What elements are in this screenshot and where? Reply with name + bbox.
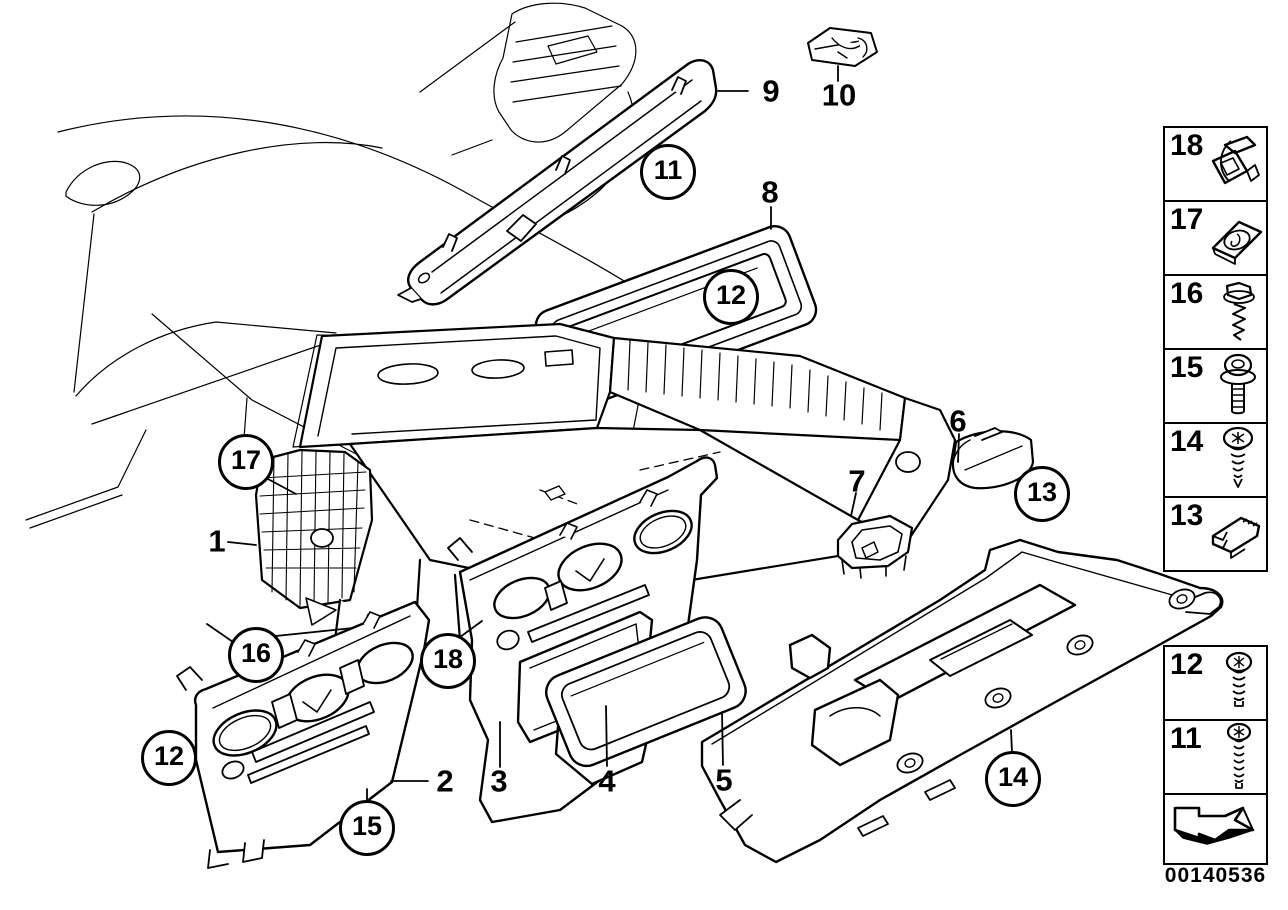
legend-number: 12 [1170, 648, 1204, 681]
part-2-switch-panel-left [176, 600, 431, 869]
legend-item-15[interactable]: 15 [1165, 350, 1266, 424]
part-4-storage-tray [545, 616, 747, 786]
legend-item-14[interactable]: 14 [1165, 424, 1266, 498]
callout-circle-15[interactable]: 15 [339, 800, 395, 856]
part-6-oddments-insert [951, 427, 1035, 490]
slide-clip-icon [1211, 516, 1261, 559]
legend-number: 14 [1170, 425, 1204, 458]
legend-item-18[interactable]: 18 [1165, 128, 1266, 202]
legend-number: 15 [1170, 351, 1204, 384]
legend-item-17[interactable]: 17 [1165, 202, 1266, 276]
part-5-lower-trim-panel [700, 538, 1224, 864]
callout-circle-12-a[interactable]: 12 [703, 269, 759, 325]
callout-7[interactable]: 7 [848, 463, 866, 499]
callout-2[interactable]: 2 [436, 763, 454, 799]
callout-circle-14[interactable]: 14 [985, 751, 1041, 807]
legend-item-11[interactable]: 11 [1165, 721, 1266, 795]
fastener-legend-bottom: 12 11 [1163, 645, 1268, 865]
short-screw-icon [1225, 651, 1253, 707]
callout-circle-16[interactable]: 16 [228, 627, 284, 683]
hex-flange-screw-icon [1223, 281, 1255, 341]
diagram-code: 00140536 [1164, 864, 1267, 887]
callout-1[interactable]: 1 [208, 523, 226, 559]
callout-4[interactable]: 4 [598, 763, 616, 799]
legend-item-12[interactable]: 12 [1165, 647, 1266, 721]
callout-9[interactable]: 9 [762, 73, 780, 109]
callout-circle-13[interactable]: 13 [1014, 466, 1070, 522]
part-9-upper-trim-strip [397, 58, 718, 306]
legend-number: 18 [1170, 129, 1204, 162]
return-arrow-icon [1173, 806, 1255, 845]
legend-number: 11 [1170, 722, 1202, 755]
callout-circle-12-b[interactable]: 12 [141, 730, 197, 786]
legend-item-13[interactable]: 13 [1165, 498, 1266, 570]
callout-circle-11[interactable]: 11 [640, 144, 696, 200]
part-7-rubber-insert [836, 514, 914, 579]
callout-circle-18[interactable]: 18 [420, 633, 476, 689]
fastener-legend-top: 18 17 16 15 [1163, 126, 1268, 572]
pan-head-screw-icon [1222, 426, 1254, 488]
washer-screw-icon [1220, 353, 1256, 415]
callout-5[interactable]: 5 [715, 762, 733, 798]
spring-clip-icon [1211, 135, 1260, 185]
legend-return-arrow-cell[interactable] [1165, 795, 1266, 863]
callout-10[interactable]: 10 [821, 77, 857, 113]
long-screw-icon [1226, 722, 1252, 789]
callout-3[interactable]: 3 [490, 763, 508, 799]
speed-nut-icon [1211, 220, 1263, 265]
callout-8[interactable]: 8 [761, 174, 779, 210]
legend-number: 13 [1170, 499, 1204, 532]
legend-number: 17 [1170, 203, 1204, 236]
callout-6[interactable]: 6 [949, 403, 967, 439]
legend-item-16[interactable]: 16 [1165, 276, 1266, 350]
part-10-clip-plate [807, 27, 878, 67]
legend-number: 16 [1170, 277, 1204, 310]
callout-circle-17[interactable]: 17 [218, 434, 274, 490]
